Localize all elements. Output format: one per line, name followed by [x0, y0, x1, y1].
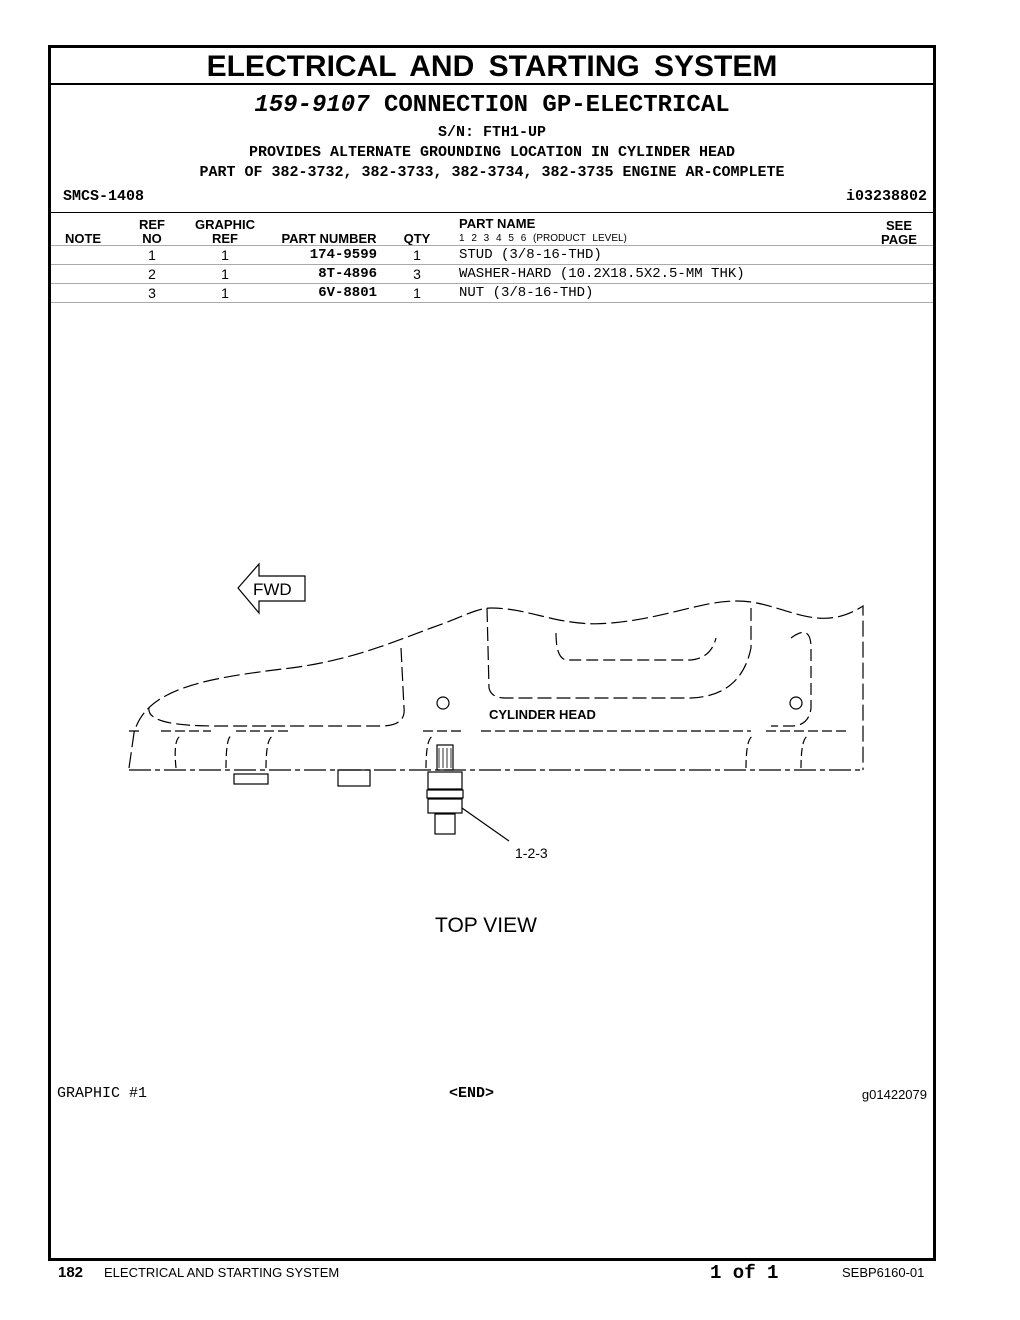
right-pocket [771, 631, 812, 727]
cylinder-head-outline [128, 600, 864, 770]
publication-number: SEBP6160-01 [842, 1265, 925, 1280]
quantity: 1 [413, 285, 421, 301]
nut-part [427, 771, 463, 790]
ref-no: 1 [148, 247, 156, 263]
part-name: WASHER-HARD (10.2X18.5X2.5-MM THK) [459, 266, 745, 282]
part-name: NUT (3/8-16-THD) [459, 285, 594, 301]
table-row: 2 1 8T-4896 3 WASHER-HARD (10.2X18.5X2.5… [51, 264, 933, 283]
col-see-page: SEE PAGE [879, 219, 919, 247]
part-name: STUD (3/8-16-THD) [459, 247, 602, 263]
end-marker: <END> [449, 1085, 495, 1102]
center-pocket [486, 607, 752, 699]
level-numbers: 1 2 3 4 5 6 [459, 233, 527, 244]
group-name: CONNECTION GP-ELECTRICAL [383, 92, 730, 119]
head-chamfers [174, 735, 809, 769]
serial-number: S/N: FTH1-UP [437, 124, 547, 141]
quantity: 3 [413, 266, 421, 282]
col-qty: QTY [403, 231, 431, 246]
col-ref-line2: NO [142, 231, 162, 246]
col-graphic-line2: REF [212, 231, 238, 246]
washer-part [426, 789, 464, 799]
group-description: PROVIDES ALTERNATE GROUNDING LOCATION IN… [248, 144, 736, 161]
graphic-label: GRAPHIC #1 [57, 1085, 148, 1102]
bolt-hole [436, 696, 450, 710]
ref-no: 2 [148, 266, 156, 282]
col-graphic-ref: GRAPHIC REF [191, 218, 259, 246]
stud-end [434, 813, 456, 835]
col-graphic-line1: GRAPHIC [195, 217, 255, 232]
graphic-ref: 1 [221, 247, 229, 263]
col-part-number: PART NUMBER [281, 231, 377, 246]
callout-leader [461, 807, 510, 842]
col-note: NOTE [64, 231, 102, 246]
col-ref: REF NO [136, 218, 168, 246]
view-label: TOP VIEW [435, 914, 537, 937]
graphic-ref: 1 [221, 266, 229, 282]
illustration-ident: i03238802 [845, 188, 927, 205]
graphic-id: g01422079 [861, 1087, 927, 1102]
cylinder-head-label: CYLINDER HEAD [489, 707, 596, 722]
quantity: 1 [413, 247, 421, 263]
col-see-line1: SEE [885, 218, 912, 233]
parts-illustration: FWD CYLINDER HEAD 1-2-3 TOP VIEW [128, 562, 864, 937]
part-number[interactable]: 174-9599 [309, 247, 377, 263]
header-divider [51, 212, 933, 213]
left-pocket [148, 647, 405, 727]
existing-nut [233, 773, 269, 785]
bolt-hole [789, 696, 803, 710]
page-frame: ELECTRICAL AND STARTING SYSTEM 159-9107 … [48, 45, 936, 1261]
product-levels: 1 2 3 4 5 6 (PRODUCT LEVEL) [459, 233, 627, 244]
ref-no: 3 [148, 285, 156, 301]
callout-label: 1-2-3 [515, 845, 548, 861]
stud-thread [436, 744, 454, 771]
existing-nut [337, 769, 371, 787]
col-part-name: PART NAME [459, 216, 536, 231]
fwd-label: FWD [253, 580, 292, 599]
group-number: 159-9107 [254, 92, 370, 119]
table-row: 3 1 6V-8801 1 NUT (3/8-16-THD) [51, 283, 933, 303]
group-heading: 159-9107 CONNECTION GP-ELECTRICAL [51, 92, 933, 119]
table-row: 1 1 174-9599 1 STUD (3/8-16-THD) [51, 245, 933, 264]
col-see-line2: PAGE [881, 232, 917, 247]
system-title: ELECTRICAL AND STARTING SYSTEM [51, 48, 933, 85]
product-level-label: (PRODUCT LEVEL) [533, 233, 627, 244]
fwd-arrow-icon [237, 562, 306, 615]
page-number: 182 [58, 1264, 84, 1281]
port-slot [555, 632, 717, 661]
part-number[interactable]: 6V-8801 [318, 285, 377, 301]
part-of-line: PART OF 382-3732, 382-3733, 382-3734, 38… [199, 164, 785, 181]
washer-part [427, 798, 463, 814]
graphic-ref: 1 [221, 285, 229, 301]
page-of: 1 of 1 [710, 1262, 779, 1284]
smcs-code: SMCS-1408 [63, 188, 145, 205]
col-ref-line1: REF [139, 217, 165, 232]
part-number[interactable]: 8T-4896 [318, 266, 377, 282]
footer-section: ELECTRICAL AND STARTING SYSTEM [104, 1265, 340, 1280]
